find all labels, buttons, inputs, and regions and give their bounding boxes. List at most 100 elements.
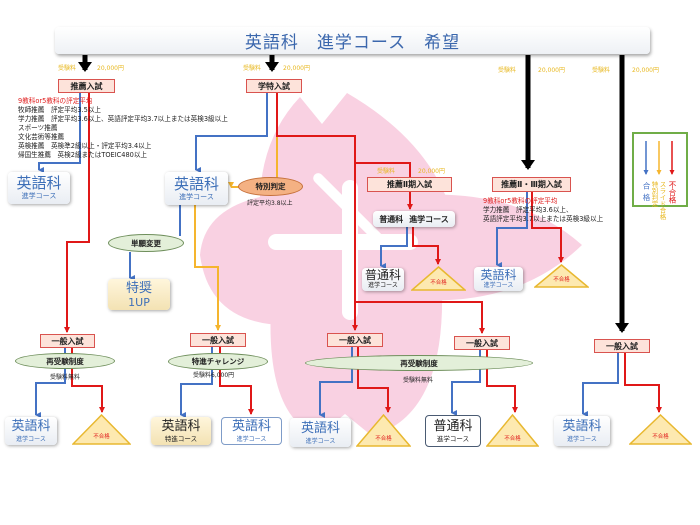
fail-triangle: 不合格	[486, 414, 539, 447]
red-line	[355, 301, 485, 334]
result-box-wide: 普通科 進学コース	[373, 211, 455, 227]
result-box: 英語科 進学コース	[5, 417, 57, 445]
result-dept: 英語科	[300, 420, 340, 436]
blue-line	[582, 353, 619, 417]
blue-line	[496, 192, 528, 268]
special-judgement-note: 評定平均3.8以上	[247, 200, 293, 207]
red-line	[412, 227, 441, 265]
red-line	[276, 92, 358, 331]
yellow-line	[194, 205, 221, 331]
legend-special: 特別判定	[650, 181, 658, 207]
result-box: 英語科 進学コース	[165, 172, 228, 205]
result-course: 進学コース	[436, 435, 470, 443]
fail-triangle: 不合格	[629, 414, 692, 445]
retake-center-note: 受験料無料	[403, 377, 434, 384]
red-line	[531, 192, 564, 263]
result-course: 進学コース	[567, 436, 597, 443]
exam-suisen-2: 推薦Ⅱ期入試	[367, 177, 452, 192]
tokusho-1up-box: 特奨 1UP	[108, 279, 170, 310]
exam-ippan: 一般入試	[594, 339, 650, 353]
fail-triangle: 不合格	[356, 414, 411, 447]
legend-pass: 合格	[642, 182, 651, 205]
fee-amount: 20,000円	[97, 65, 124, 72]
criteria-line: 学力推薦 評定平均3.6以上、英語評定平均3.7以上または英検3級以上	[18, 115, 228, 123]
result-dept: 普通科	[379, 214, 404, 224]
emblem-cross-d1	[313, 173, 387, 247]
criteria-line: 文化芸術等推薦	[18, 133, 65, 141]
result-dept: 普通科	[364, 268, 401, 282]
red-line	[624, 353, 662, 413]
retake-left-note: 受験料無料	[50, 374, 81, 381]
result-dept: 英語科	[173, 174, 219, 193]
fee-label: 受験料	[58, 65, 77, 72]
result-box: 普通科 進学コース	[425, 415, 481, 447]
criteria-left: 9教科or5教科の評定平均 牧師推薦 評定平均3.5以上 学力推薦 評定平均3.…	[18, 97, 228, 160]
challenge-node: 特進チャレンジ	[168, 353, 268, 370]
result-course: 進学コース	[305, 437, 336, 445]
fail-label: 不合格	[553, 277, 570, 283]
result-box: 英語科 進学コース	[474, 267, 523, 291]
result-dept: 英語科	[161, 419, 201, 434]
fail-label: 不合格	[93, 434, 110, 440]
retake-center-node: 再受験制度	[305, 355, 533, 371]
fail-triangle: 不合格	[72, 414, 131, 445]
header-title-bar: 英語科 進学コース 希望	[55, 27, 650, 54]
fee-label: 受験料	[498, 67, 517, 74]
result-box: 英語科 進学コース	[221, 417, 282, 445]
criteria-line: 学力推薦 評定平均3.6以上、	[483, 206, 573, 214]
tokusho-1up: 1UP	[128, 295, 150, 309]
exam-suisen: 推薦入試	[58, 79, 115, 93]
red-line	[64, 92, 90, 333]
single-change-node: 単願変更	[108, 234, 184, 252]
exam-ippan: 一般入試	[327, 333, 383, 347]
fail-label: 不合格	[430, 280, 447, 286]
fail-label: 不合格	[504, 436, 521, 442]
exam-ippan: 一般入試	[454, 336, 510, 350]
result-course: 進学コース	[21, 192, 57, 200]
result-course: 進学コース	[236, 436, 267, 443]
fee-amount: 20,000円	[632, 67, 659, 74]
result-dept: 英語科	[231, 419, 271, 434]
result-dept: 英語科	[11, 419, 51, 434]
criteria-right: 9教科or5教科の評定平均 学力推薦 評定平均3.6以上、 英語評定平均3.7以…	[483, 197, 603, 224]
result-dept: 普通科	[433, 419, 473, 434]
fail-triangle: 不合格	[411, 266, 466, 291]
fee-amount: 20,000円	[283, 65, 310, 72]
fee-label: 受験料	[243, 65, 262, 72]
result-course: 進学コース	[179, 192, 214, 201]
challenge-note: 受験料6,000円	[193, 372, 235, 379]
page-title: 英語科 進学コース 希望	[244, 33, 461, 53]
result-dept: 英語科	[480, 267, 517, 282]
criteria-line: 英検推薦 英検準2級以上・評定平均3.4以上	[18, 142, 152, 150]
result-course: 進学コース	[409, 214, 449, 224]
fee-label: 受験料	[377, 168, 396, 175]
legend-arrows	[643, 141, 675, 175]
exam-suisen-2-3: 推薦Ⅱ・Ⅲ期入試	[492, 177, 571, 192]
criteria-line: 帰国生推薦 英検2級またはTOEIC480以上	[18, 151, 148, 159]
fee-amount: 20,000円	[418, 168, 445, 175]
criteria-line: 牧師推薦 評定平均3.5以上	[18, 106, 102, 114]
result-box: 英語科 進学コース	[554, 416, 610, 446]
result-dept: 英語科	[562, 419, 602, 434]
exam-ippan: 一般入試	[40, 334, 95, 348]
emblem-petal-right	[420, 194, 582, 301]
result-course: 特進コース	[164, 435, 198, 443]
blue-line	[195, 92, 268, 173]
result-dept: 英語科	[16, 174, 62, 192]
criteria-line: スポーツ推薦	[18, 124, 58, 132]
retake-left-node: 再受験制度	[15, 353, 115, 369]
criteria-line: 英語評定平均3.7以上または英検3級以上	[483, 215, 604, 223]
exam-ippan: 一般入試	[190, 333, 246, 347]
blue-line	[38, 92, 81, 173]
criteria-heading: 9教科or5教科の評定平均	[18, 97, 93, 105]
result-box: 普通科 進学コース	[362, 268, 404, 291]
criteria-heading: 9教科or5教科の評定平均	[483, 197, 558, 205]
result-course: 進学コース	[368, 282, 398, 289]
result-box: 英語科 進学コース	[8, 172, 70, 204]
fail-triangle: 不合格	[534, 264, 589, 288]
result-box-tokushin: 英語科 特進コース	[151, 417, 211, 445]
result-box: 英語科 進学コース	[290, 418, 351, 447]
exam-gakutoku: 学特入試	[246, 79, 302, 93]
fail-label: 不合格	[375, 436, 392, 442]
result-course: 進学コース	[16, 436, 46, 443]
